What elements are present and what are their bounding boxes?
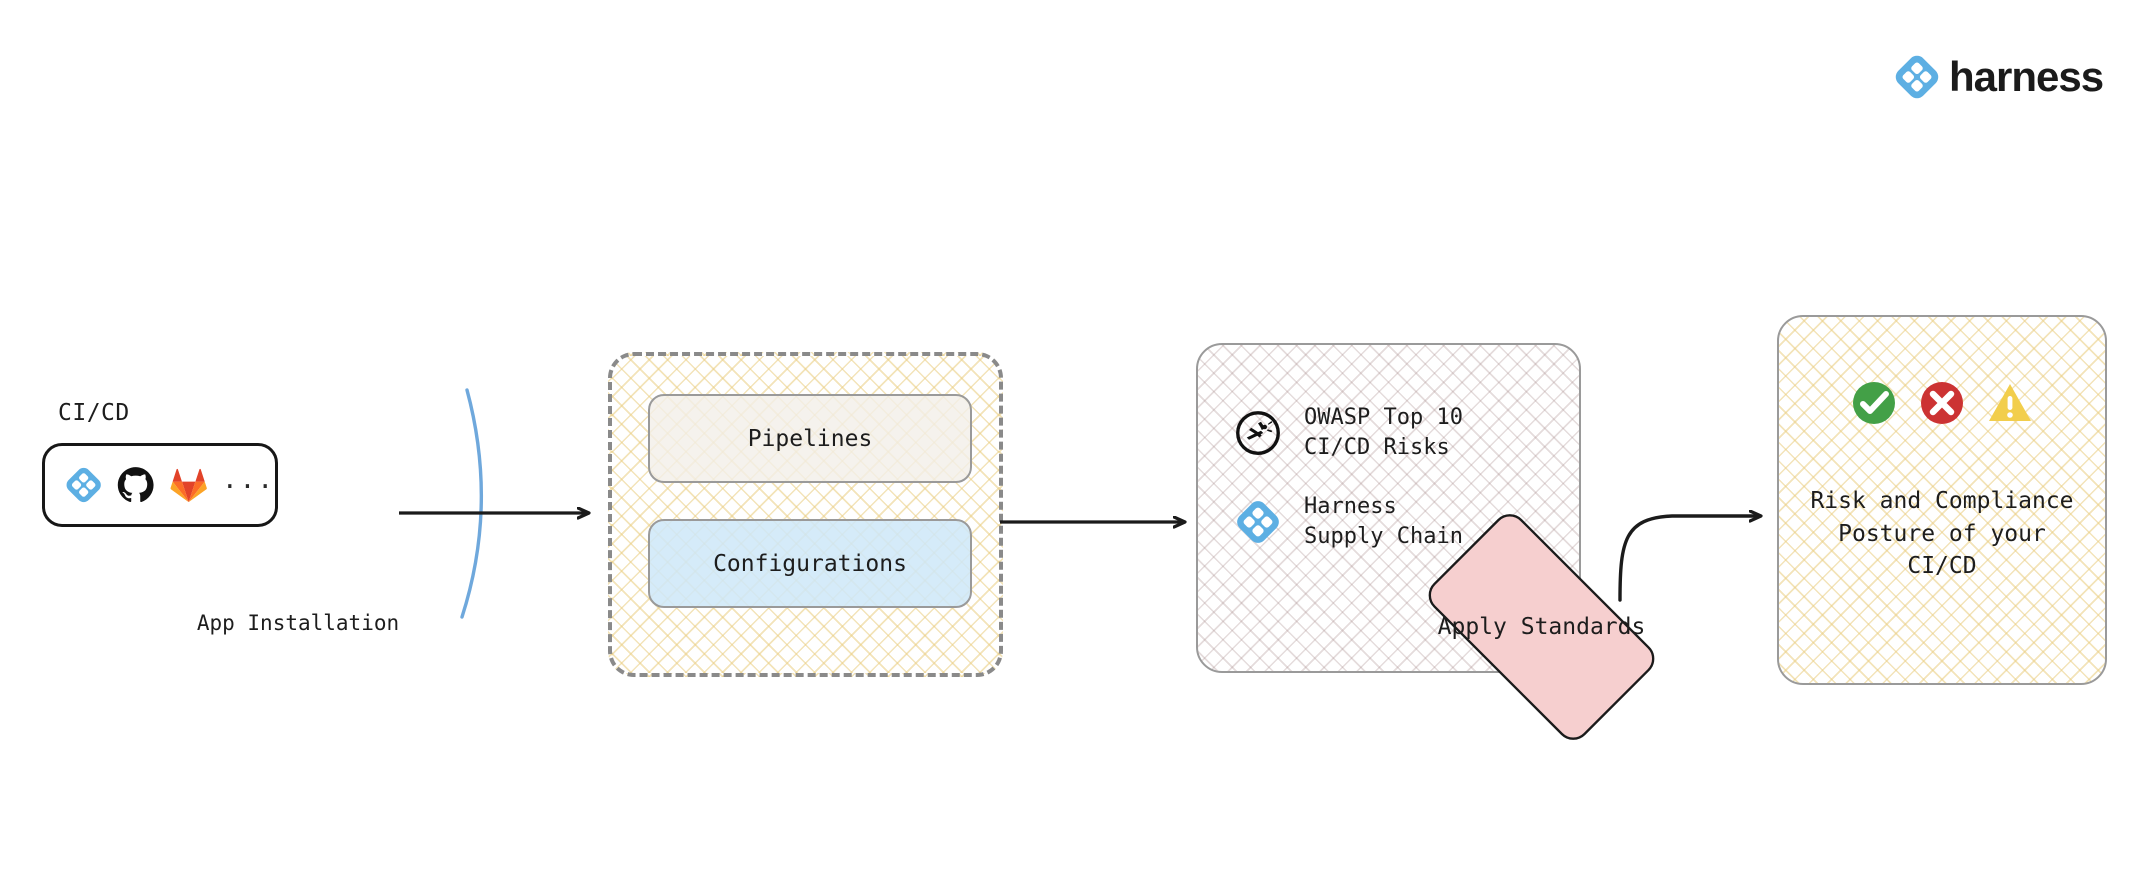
gitlab-logo-icon[interactable]: [170, 464, 207, 506]
configurations-node[interactable]: Configurations: [648, 519, 972, 608]
cicd-group-label: CI/CD: [58, 400, 130, 426]
cicd-tools-box: ...: [42, 443, 278, 527]
github-logo-icon[interactable]: [117, 464, 154, 506]
outcome-text: Risk and Compliance Posture of your CI/C…: [1810, 488, 2074, 580]
more-tools-ellipsis: ...: [222, 465, 275, 495]
harness-logo-icon: [1237, 501, 1279, 543]
harness-logo-icon[interactable]: [65, 464, 102, 506]
apply-standards-label: Apply Standards: [1437, 613, 1646, 640]
pipelines-node[interactable]: Pipelines: [648, 394, 972, 483]
standard-item-harness-label: Harness Supply Chain: [1304, 494, 1463, 550]
check-circle-icon: [1853, 382, 1895, 424]
x-circle-icon: [1921, 382, 1963, 424]
configurations-label: Configurations: [713, 550, 907, 577]
harness-brand-logo: harness: [1895, 53, 2104, 100]
pipelines-label: Pipelines: [747, 425, 873, 452]
scanned-assets-container: Pipelines Configurations: [608, 352, 1003, 677]
outcome-box: Risk and Compliance Posture of your CI/C…: [1777, 315, 2107, 685]
app-installation-label: App Installation: [196, 611, 400, 635]
warning-triangle-icon: [1989, 384, 2031, 421]
standard-item-owasp-label: OWASP Top 10 CI/CD Risks: [1304, 405, 1463, 460]
standard-item-harness[interactable]: Harness Supply Chain: [1234, 492, 1579, 551]
apply-standards-node[interactable]: Apply Standards: [1404, 507, 1679, 747]
owasp-logo-icon: [1236, 410, 1280, 455]
status-icon-group: [1850, 379, 2034, 427]
harness-diamond-icon: [1895, 55, 1939, 99]
brand-name: harness: [1949, 53, 2104, 100]
app-installation-arc: [460, 388, 484, 619]
standard-item-owasp[interactable]: OWASP Top 10 CI/CD Risks: [1234, 403, 1579, 462]
